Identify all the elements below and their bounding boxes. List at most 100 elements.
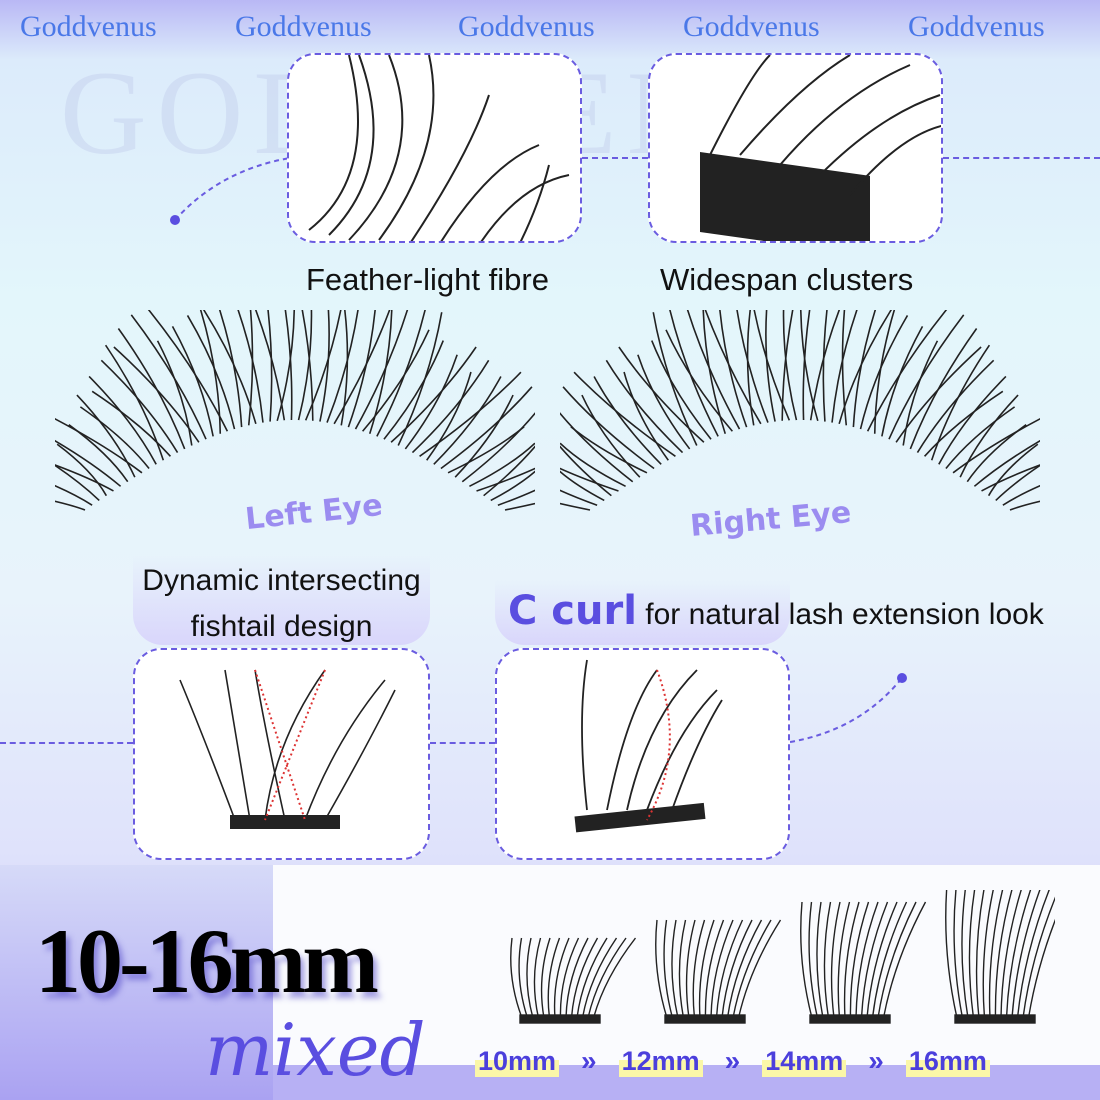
lash-stroke: [988, 890, 1004, 1019]
lash-stroke: [737, 919, 782, 1019]
lash-stroke: [860, 901, 889, 1019]
lash-stroke: [461, 412, 535, 483]
lash-stroke: [1022, 896, 1055, 1019]
lash-stroke: [746, 310, 755, 426]
lash-stroke: [504, 502, 535, 511]
lash-stroke: [623, 371, 669, 461]
connector-line: [582, 157, 648, 159]
lash-stroke: [800, 901, 813, 1019]
size-label: 14mm: [762, 1045, 847, 1077]
lash-stroke: [704, 919, 725, 1019]
lash-stroke: [952, 418, 1040, 474]
lash-stroke: [362, 329, 430, 432]
caption-line: Dynamic intersecting: [142, 564, 421, 597]
lash-stroke: [576, 937, 608, 1019]
lash-stroke: [843, 901, 860, 1019]
lash-stroke: [390, 346, 477, 443]
c-curl-highlight: C curl: [508, 588, 637, 634]
lash-stroke: [995, 464, 1040, 502]
size-label: 10mm: [475, 1045, 560, 1077]
lash-stroke: [383, 340, 444, 440]
lash-stroke: [1005, 890, 1032, 1019]
lash-stroke: [945, 406, 1016, 469]
caption-pill: [133, 555, 430, 645]
lash-stroke: [581, 394, 641, 478]
lash-stroke: [736, 310, 769, 423]
lash-stroke: [866, 310, 948, 432]
lash-stroke: [663, 919, 674, 1019]
lash-stroke: [147, 310, 229, 432]
fishtail-caption: Dynamic intersecting fishtail design: [133, 558, 430, 650]
lash-stroke: [959, 394, 1019, 478]
lash-stroke: [830, 901, 841, 1019]
lash-stroke: [560, 467, 619, 492]
c-curl-text: for natural lash extension look: [636, 598, 1044, 631]
left-eye-lash-image: [55, 310, 535, 511]
caption-pill: [495, 580, 790, 645]
lash-stroke: [55, 500, 86, 511]
lash-stroke: [237, 310, 264, 423]
lash-stroke: [671, 919, 679, 1019]
lash-stroke: [1027, 918, 1055, 1019]
lash-stroke: [76, 394, 136, 478]
length-clusters-image: [510, 890, 1055, 1024]
lash-stroke: [319, 310, 330, 422]
lash-stroke: [581, 937, 618, 1019]
lash-stroke: [570, 426, 648, 474]
lash-stroke: [447, 426, 525, 474]
lash-stroke: [518, 937, 529, 1019]
lash-stroke: [981, 464, 1040, 492]
lash-stroke: [476, 467, 535, 492]
lash-stroke: [618, 346, 705, 443]
lash-stroke: [855, 901, 879, 1019]
lash-stroke: [837, 901, 851, 1019]
lash-stroke: [678, 919, 687, 1019]
lash-stroke: [849, 901, 870, 1019]
lash-stroke: [411, 359, 490, 454]
lash-stroke: [994, 890, 1013, 1019]
lash-stroke: [202, 310, 257, 425]
lash-stroke: [605, 359, 684, 454]
lash-stroke: [426, 371, 472, 461]
c-curl-image: [495, 648, 790, 860]
lash-stroke: [326, 310, 359, 423]
lash-stroke: [902, 340, 939, 446]
lash-stroke: [347, 310, 376, 428]
connector-line: [790, 673, 907, 743]
lash-stroke: [55, 484, 93, 506]
arrow-icon: »: [724, 1045, 741, 1076]
lash-stroke: [593, 376, 662, 465]
lash-stroke: [987, 443, 1039, 497]
lash-stroke: [823, 901, 832, 1019]
lash-stroke: [655, 919, 668, 1019]
lash-stroke: [88, 375, 157, 465]
connector-line: [0, 742, 133, 744]
lash-stroke: [284, 310, 293, 421]
lash-stroke: [560, 412, 634, 483]
lash-stroke: [267, 310, 273, 422]
size-label: 16mm: [905, 1045, 990, 1077]
lash-stroke: [802, 310, 811, 421]
widespan-clusters-image: [648, 53, 943, 243]
lash-stroke: [1011, 890, 1041, 1019]
lash-stroke: [440, 386, 533, 470]
lash-stroke: [669, 310, 719, 437]
lash-stroke: [368, 310, 393, 434]
feature-caption: Widespan clusters: [660, 262, 914, 297]
lash-stroke: [651, 340, 712, 440]
connector-line: [430, 742, 495, 744]
feature-caption: Feather-light fibre: [306, 262, 549, 297]
lash-stroke: [982, 890, 994, 1019]
lash-stroke: [104, 344, 165, 461]
lash-stroke: [171, 325, 214, 437]
headline-panel: [0, 865, 273, 1100]
lash-stroke: [433, 376, 502, 465]
lash-stroke: [55, 439, 122, 487]
connector-line: [943, 157, 1100, 159]
lash-stroke: [765, 310, 776, 422]
lash-stroke: [510, 937, 523, 1019]
lash-stroke: [156, 340, 193, 446]
lash-stroke: [781, 310, 794, 421]
lash-stroke: [560, 502, 591, 511]
lash-stroke: [726, 919, 763, 1019]
